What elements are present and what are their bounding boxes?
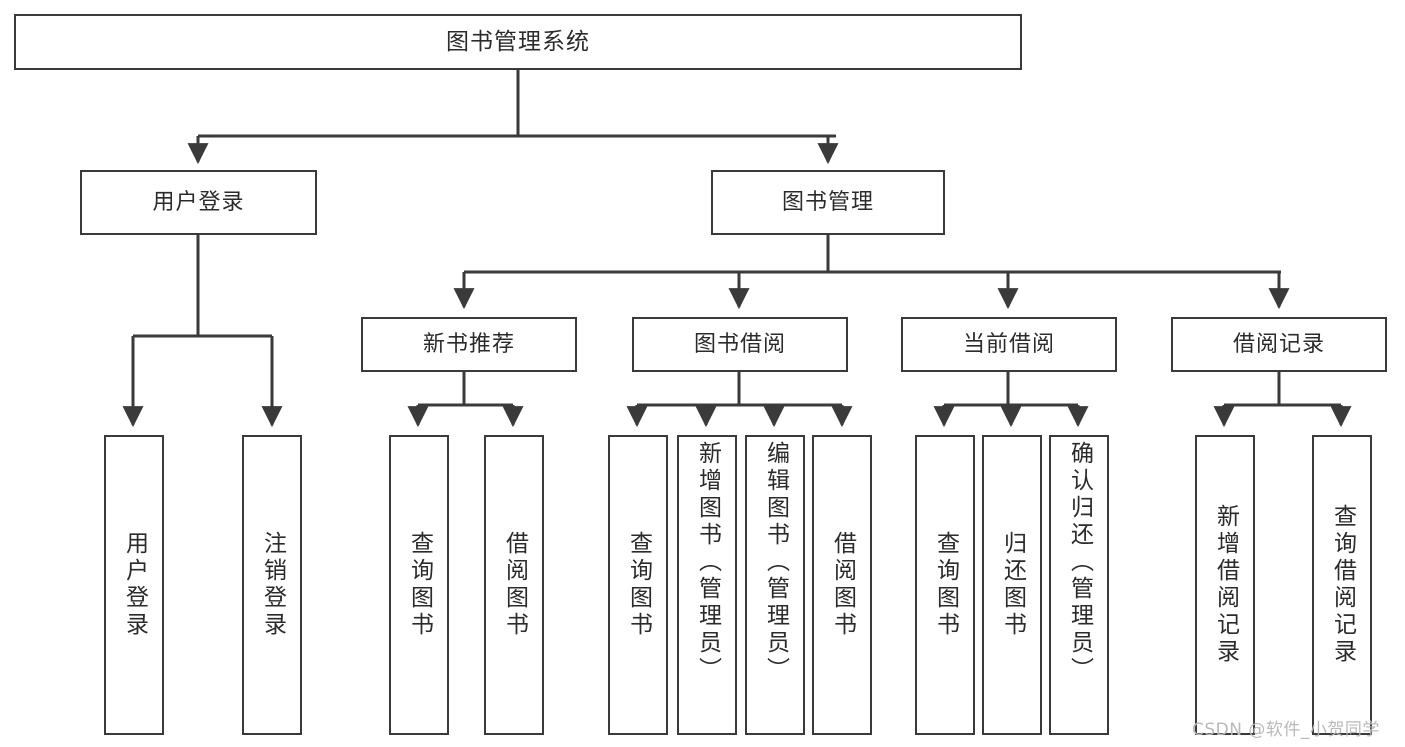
- node-label: 归还图书: [999, 531, 1026, 639]
- leaf-user-login-login[interactable]: 用户登录: [104, 435, 164, 735]
- node-user-login[interactable]: 用户登录: [80, 170, 317, 235]
- node-label: 确认归还（管理员）: [1066, 441, 1093, 684]
- node-borrow-record[interactable]: 借阅记录: [1171, 317, 1387, 372]
- node-label: 新增借阅记录: [1212, 504, 1239, 666]
- node-label: 查询借阅记录: [1329, 504, 1356, 666]
- node-current-borrow[interactable]: 当前借阅: [901, 317, 1117, 372]
- leaf-borrow-record-add-record[interactable]: 新增借阅记录: [1195, 435, 1255, 735]
- node-label: 用户登录: [152, 189, 245, 215]
- node-label: 查询图书: [932, 531, 959, 639]
- node-label: 查询图书: [625, 531, 652, 639]
- node-label: 借阅图书: [829, 531, 856, 639]
- node-label: 编辑图书（管理员）: [762, 441, 789, 684]
- node-root-book-management-system[interactable]: 图书管理系统: [14, 14, 1022, 70]
- leaf-book-borrow-query-book[interactable]: 查询图书: [608, 435, 668, 735]
- node-new-book-recommend[interactable]: 新书推荐: [361, 317, 577, 372]
- node-book-management[interactable]: 图书管理: [711, 170, 945, 235]
- node-label: 当前借阅: [962, 331, 1055, 357]
- node-label: 新增图书（管理员）: [694, 441, 721, 684]
- leaf-book-borrow-borrow-book[interactable]: 借阅图书: [812, 435, 872, 735]
- node-label: 借阅图书: [501, 531, 528, 639]
- leaf-book-borrow-edit-book-admin[interactable]: 编辑图书（管理员）: [745, 435, 805, 735]
- leaf-current-borrow-confirm-return-admin[interactable]: 确认归还（管理员）: [1049, 435, 1109, 735]
- leaf-current-borrow-return-book[interactable]: 归还图书: [982, 435, 1042, 735]
- node-label: 图书管理系统: [446, 28, 590, 55]
- node-label: 图书借阅: [693, 331, 786, 357]
- leaf-user-login-logout[interactable]: 注销登录: [242, 435, 302, 735]
- leaf-new-book-borrow-book[interactable]: 借阅图书: [484, 435, 544, 735]
- node-label: 用户登录: [121, 531, 148, 639]
- node-label: 查询图书: [406, 531, 433, 639]
- leaf-book-borrow-add-book-admin[interactable]: 新增图书（管理员）: [677, 435, 737, 735]
- leaf-new-book-query-book[interactable]: 查询图书: [389, 435, 449, 735]
- leaf-borrow-record-query-record[interactable]: 查询借阅记录: [1312, 435, 1372, 735]
- csdn-watermark: CSDN @软件_小贺同学: [1192, 720, 1380, 740]
- node-label: 借阅记录: [1232, 331, 1325, 357]
- leaf-current-borrow-query-book[interactable]: 查询图书: [915, 435, 975, 735]
- node-book-borrow[interactable]: 图书借阅: [632, 317, 848, 372]
- node-label: 新书推荐: [422, 331, 515, 357]
- node-label: 图书管理: [781, 189, 874, 215]
- node-label: 注销登录: [259, 531, 286, 639]
